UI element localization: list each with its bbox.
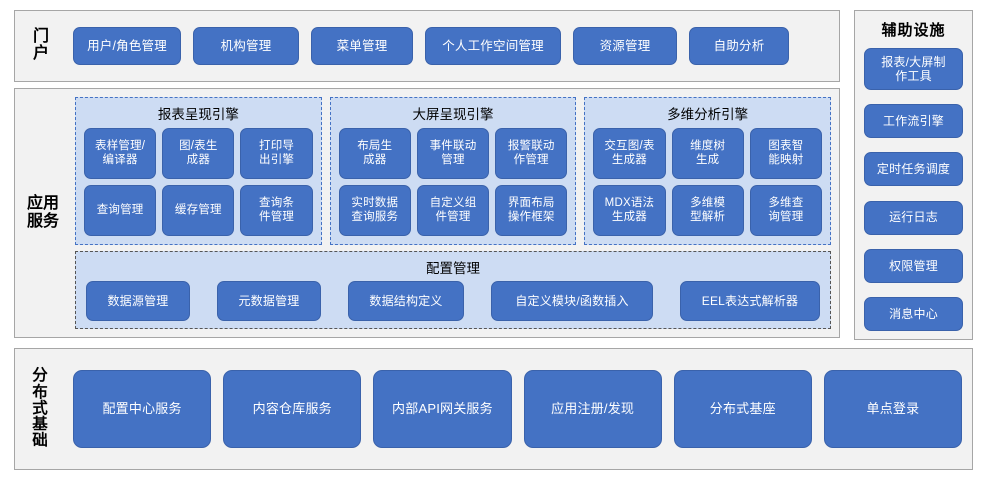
engine-item-event-linkage-management[interactable]: 事件联动 管理 — [416, 128, 490, 179]
configuration-item-list: 数据源管理 元数据管理 数据结构定义 自定义模块/函数插入 EEL表达式解析器 — [86, 281, 820, 321]
aux-item-report-dashboard-authoring-tool[interactable]: 报表/大屏制 作工具 — [864, 48, 963, 90]
engine-item-chart-table-generator[interactable]: 图/表生 成器 — [162, 128, 235, 179]
configuration-management-panel: 配置管理 数据源管理 元数据管理 数据结构定义 自定义模块/函数插入 EEL表达… — [75, 251, 831, 329]
engine-item-multidimensional-model-parsing[interactable]: 多维模 型解析 — [671, 185, 744, 236]
engine-item-query-management[interactable]: 查询管理 — [84, 185, 157, 236]
config-item-eel-expression-parser[interactable]: EEL表达式解析器 — [680, 281, 820, 321]
distributed-base-band-label: 分 布 式 基 础 — [15, 349, 65, 469]
base-item-distributed-foundation[interactable]: 分布式基座 — [673, 370, 812, 448]
engine-item-layout-generator[interactable]: 布局生 成器 — [338, 128, 411, 179]
aux-item-permission-management[interactable]: 权限管理 — [864, 248, 963, 283]
engine-item-multidimensional-query-management[interactable]: 多维查 询管理 — [749, 185, 823, 236]
engine-item-template-management-compiler[interactable]: 表样管理/ 编译器 — [84, 128, 157, 179]
portal-band-label: 门 户 — [15, 11, 67, 81]
portal-item-list: 用户/角色管理 机构管理 菜单管理 个人工作空间管理 资源管理 自助分析 — [73, 11, 833, 81]
configuration-management-title: 配置管理 — [426, 261, 480, 276]
engine-item-chart-smart-mapping[interactable]: 图表智 能映射 — [749, 128, 823, 179]
portal-band-label-text: 门 户 — [32, 28, 49, 62]
engine-item-realtime-data-query-service[interactable]: 实时数据 查询服务 — [338, 185, 411, 236]
config-item-data-structure-definition[interactable]: 数据结构定义 — [348, 281, 464, 321]
base-item-single-sign-on[interactable]: 单点登录 — [823, 370, 963, 448]
aux-item-runtime-log[interactable]: 运行日志 — [864, 200, 963, 235]
application-service-band: 应用 服务 报表呈现引擎 表样管理/ 编译器 图/表生 成器 打印导 出引擎 查… — [14, 88, 840, 338]
engine-item-ui-layout-operation-framework[interactable]: 界面布局 操作框架 — [495, 185, 568, 236]
aux-item-scheduled-task-scheduler[interactable]: 定时任务调度 — [864, 152, 963, 187]
distributed-base-band: 分 布 式 基 础 配置中心服务 内容仓库服务 内部API网关服务 应用注册/发… — [14, 348, 973, 470]
engine-item-dimension-tree-generation[interactable]: 维度树 生成 — [671, 128, 744, 179]
application-service-band-label-text: 应用 服务 — [26, 195, 59, 230]
portal-item-menu-management[interactable]: 菜单管理 — [311, 27, 413, 65]
engine-panel-group: 报表呈现引擎 表样管理/ 编译器 图/表生 成器 打印导 出引擎 查询管理 缓存… — [75, 97, 832, 245]
portal-item-user-role-management[interactable]: 用户/角色管理 — [73, 27, 181, 65]
engine-item-grid-report-rendering: 表样管理/ 编译器 图/表生 成器 打印导 出引擎 查询管理 缓存管理 查询条 … — [84, 128, 313, 236]
engine-panel-multidimensional-analysis: 多维分析引擎 交互图/表 生成器 维度树 生成 图表智 能映射 MDX语法 生成… — [584, 97, 832, 245]
application-service-band-label: 应用 服务 — [15, 89, 71, 337]
distributed-base-band-label-text: 分 布 式 基 础 — [32, 367, 48, 450]
engine-panel-large-screen-rendering: 大屏呈现引擎 布局生 成器 事件联动 管理 报警联动 作管理 实时数据 查询服务… — [329, 97, 577, 245]
base-item-content-repository-service[interactable]: 内容仓库服务 — [223, 370, 362, 448]
auxiliary-facilities-panel: 辅助设施 报表/大屏制 作工具 工作流引擎 定时任务调度 运行日志 权限管理 消… — [854, 10, 973, 340]
base-item-internal-api-gateway-service[interactable]: 内部API网关服务 — [373, 370, 512, 448]
portal-band: 门 户 用户/角色管理 机构管理 菜单管理 个人工作空间管理 资源管理 自助分析 — [14, 10, 840, 82]
engine-item-print-export-engine[interactable]: 打印导 出引擎 — [240, 128, 313, 179]
engine-item-interactive-chart-table-generator[interactable]: 交互图/表 生成器 — [593, 128, 666, 179]
engine-item-grid-large-screen-rendering: 布局生 成器 事件联动 管理 报警联动 作管理 实时数据 查询服务 自定义组 件… — [338, 128, 568, 236]
distributed-base-item-list: 配置中心服务 内容仓库服务 内部API网关服务 应用注册/发现 分布式基座 单点… — [73, 349, 963, 469]
base-item-config-center-service[interactable]: 配置中心服务 — [73, 370, 212, 448]
portal-item-org-management[interactable]: 机构管理 — [193, 27, 299, 65]
portal-item-resource-management[interactable]: 资源管理 — [573, 27, 677, 65]
config-item-custom-module-function-insertion[interactable]: 自定义模块/函数插入 — [491, 281, 653, 321]
engine-panel-report-rendering: 报表呈现引擎 表样管理/ 编译器 图/表生 成器 打印导 出引擎 查询管理 缓存… — [75, 97, 322, 245]
aux-item-workflow-engine[interactable]: 工作流引擎 — [864, 104, 963, 139]
config-item-datasource-management[interactable]: 数据源管理 — [86, 281, 190, 321]
engine-item-mdx-syntax-generator[interactable]: MDX语法 生成器 — [593, 185, 666, 236]
engine-title-multidimensional-analysis: 多维分析引擎 — [667, 107, 749, 122]
base-item-application-registry-discovery[interactable]: 应用注册/发现 — [523, 370, 662, 448]
engine-item-grid-multidimensional-analysis: 交互图/表 生成器 维度树 生成 图表智 能映射 MDX语法 生成器 多维模 型… — [593, 128, 823, 236]
engine-item-alarm-linkage-action-management[interactable]: 报警联动 作管理 — [495, 128, 568, 179]
engine-item-query-condition-management[interactable]: 查询条 件管理 — [240, 185, 313, 236]
config-item-metadata-management[interactable]: 元数据管理 — [217, 281, 321, 321]
engine-title-large-screen-rendering: 大屏呈现引擎 — [412, 107, 494, 122]
engine-item-cache-management[interactable]: 缓存管理 — [162, 185, 235, 236]
engine-title-report-rendering: 报表呈现引擎 — [157, 107, 239, 122]
engine-item-custom-component-management[interactable]: 自定义组 件管理 — [416, 185, 490, 236]
auxiliary-facilities-title: 辅助设施 — [881, 22, 946, 39]
auxiliary-item-list: 报表/大屏制 作工具 工作流引擎 定时任务调度 运行日志 权限管理 消息中心 — [864, 48, 963, 331]
portal-item-self-service-analysis[interactable]: 自助分析 — [689, 27, 789, 65]
aux-item-message-center[interactable]: 消息中心 — [864, 296, 963, 331]
portal-item-personal-workspace-management[interactable]: 个人工作空间管理 — [425, 27, 561, 65]
